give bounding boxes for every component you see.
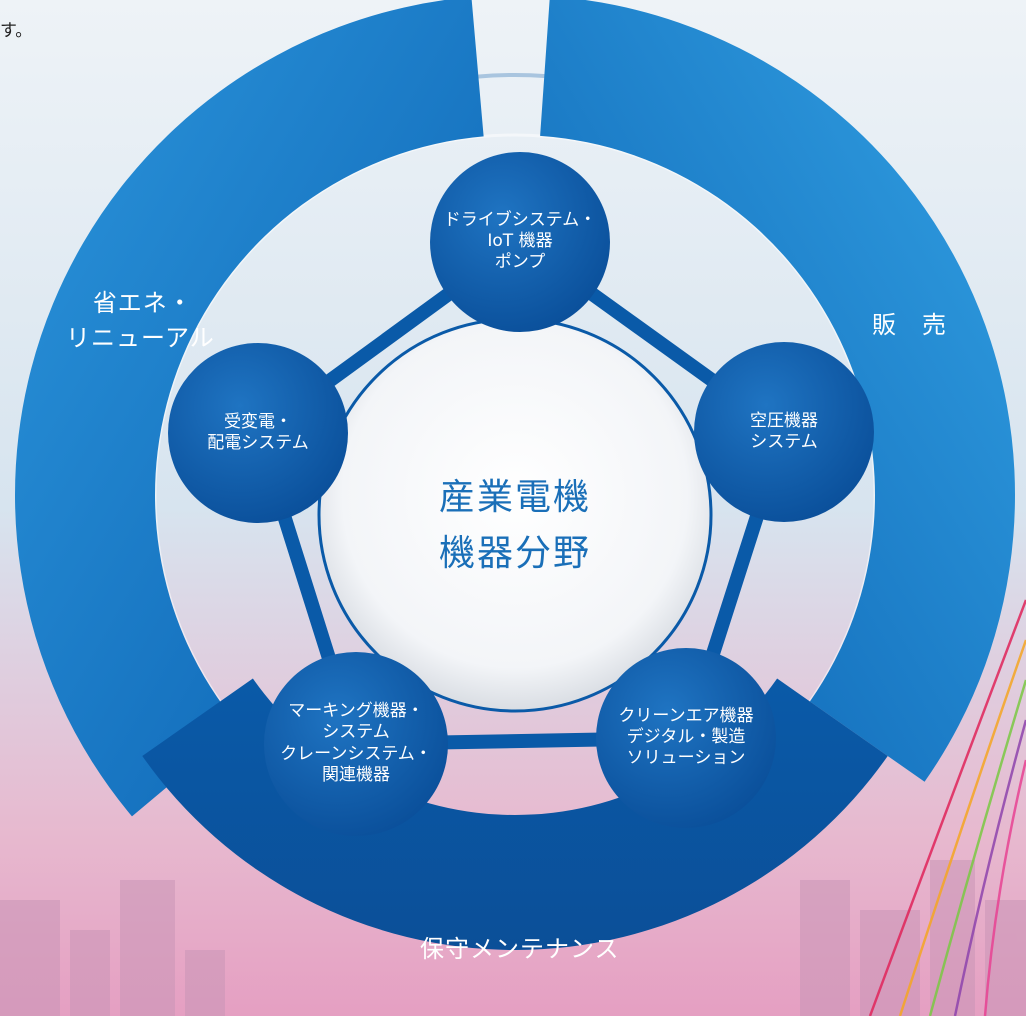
node-label-bottom-right-line1: クリーンエア機器 xyxy=(618,705,754,726)
arc-segment-energy-saving xyxy=(15,0,484,817)
center-title-line1: 産業電機 xyxy=(438,477,591,518)
center-title: 産業電機 機器分野 xyxy=(415,470,615,582)
node-label-left-line2: 配電システム xyxy=(207,432,309,453)
node-circle-right xyxy=(694,342,874,522)
label-maintenance: 保守メンテナンス xyxy=(420,932,620,967)
node-label-bottom-left-line2: システム xyxy=(322,722,390,743)
node-circle-left xyxy=(168,343,348,523)
node-label-right-line1: 空圧機器 xyxy=(750,410,818,431)
node-label-bottom-left: マーキング機器・システムクレーンシステム・関連機器 xyxy=(266,701,446,786)
label-sales: 販 売 xyxy=(872,308,947,343)
node-label-bottom-left-line1: マーキング機器・ xyxy=(288,701,424,721)
colored-streaks xyxy=(868,599,1026,1016)
top-note-text: す。 xyxy=(0,21,33,41)
node-circles xyxy=(168,152,874,836)
label-energy-saving: 省エネ・ リニューアル xyxy=(66,286,215,356)
node-label-left-line1: 受変電・ xyxy=(224,411,292,432)
node-circle-bottom-left xyxy=(264,652,448,836)
center-title-line2: 機器分野 xyxy=(438,532,591,574)
label-maintenance-line1: 保守メンテナンス xyxy=(420,935,620,963)
node-label-left: 受変電・配電システム xyxy=(168,412,348,455)
node-label-top: ドライブシステム・IoT 機器ポンプ xyxy=(430,210,610,274)
arc-segment-maintenance xyxy=(142,678,888,951)
node-label-bottom-right-line3: ソリューション xyxy=(626,748,746,769)
arc-segment-sales xyxy=(540,0,1015,782)
label-energy-saving-line1: 省エネ・ xyxy=(92,289,193,317)
node-label-bottom-left-line3: クレーンシステム・ xyxy=(280,743,432,764)
label-sales-line1: 販 売 xyxy=(872,311,947,339)
node-label-bottom-right: クリーンエア機器デジタル・製造ソリューション xyxy=(596,706,776,770)
node-label-right: 空圧機器システム xyxy=(694,411,874,454)
node-circle-top xyxy=(430,152,610,332)
node-label-right-line2: システム xyxy=(750,431,818,452)
node-label-bottom-right-line2: デジタル・製造 xyxy=(626,727,746,747)
label-energy-saving-line2: リニューアル xyxy=(66,323,215,352)
node-label-top-line1: ドライブシステム・ xyxy=(443,209,597,230)
node-label-top-line2: IoT 機器 xyxy=(487,231,553,251)
node-circle-bottom-right xyxy=(596,648,776,828)
node-label-bottom-left-line4: 関連機器 xyxy=(322,764,390,785)
node-label-top-line3: ポンプ xyxy=(494,252,546,273)
